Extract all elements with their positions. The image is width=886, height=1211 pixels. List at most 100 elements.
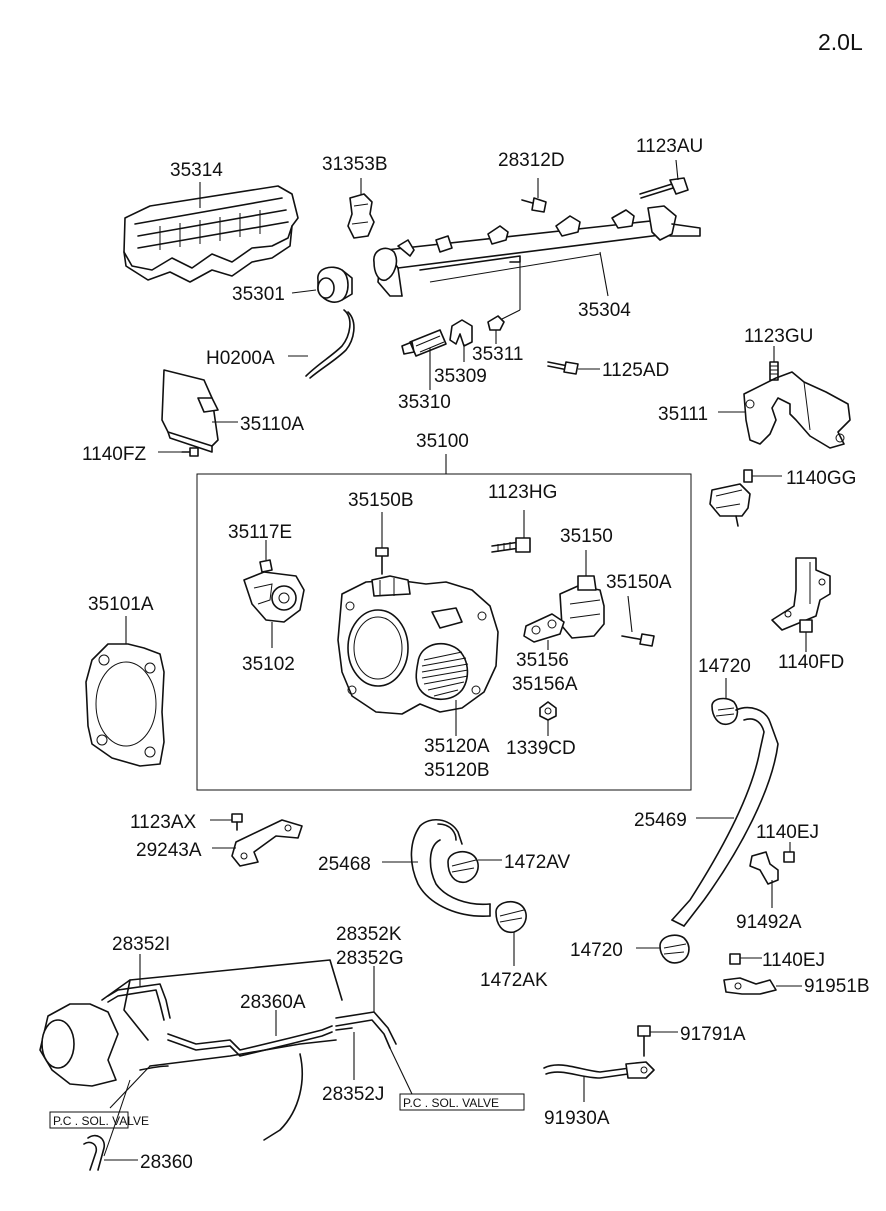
hose-28360 xyxy=(83,1134,106,1171)
engine-label: 2.0L xyxy=(818,29,863,55)
label-28352G: 28352G xyxy=(336,948,404,969)
label-1123HG: 1123HG xyxy=(488,482,557,503)
label-31353B: 31353B xyxy=(322,154,388,175)
label-35310: 35310 xyxy=(398,392,451,413)
label-35100: 35100 xyxy=(416,431,469,452)
label-1140EJ-bottom: 1140EJ xyxy=(762,950,825,971)
label-28360: 28360 xyxy=(140,1152,193,1173)
label-35156: 35156 xyxy=(516,650,569,671)
label-91951B: 91951B xyxy=(804,976,870,997)
label-29243A: 29243A xyxy=(136,840,202,861)
bolt-1125AD xyxy=(547,361,579,375)
label-35156A: 35156A xyxy=(512,674,578,695)
vacuum-hose-28352K xyxy=(335,1011,397,1049)
label-25468: 25468 xyxy=(318,854,371,875)
label-35117E: 35117E xyxy=(228,522,292,543)
screw-35150B xyxy=(375,547,389,575)
clip-31353B xyxy=(347,193,375,239)
label-35150B: 35150B xyxy=(348,490,414,511)
label-28352K: 28352K xyxy=(336,924,402,945)
label-1123AU: 1123AU xyxy=(636,136,703,157)
clamp-14720-bottom xyxy=(659,934,690,964)
label-1472AV: 1472AV xyxy=(504,852,571,873)
nut-1339CD xyxy=(539,701,557,721)
label-1140FD: 1140FD xyxy=(778,652,844,673)
bracket-1140FD xyxy=(771,557,831,633)
assembly-frame-35100 xyxy=(196,473,692,791)
bolt-1123AX xyxy=(231,813,243,831)
label-35102: 35102 xyxy=(242,654,295,675)
label-35304: 35304 xyxy=(578,300,631,321)
engine-block-outline xyxy=(39,959,343,1141)
label-25469: 25469 xyxy=(634,810,687,831)
clamp-1472AK xyxy=(495,900,527,934)
label-35111: 35111 xyxy=(658,404,708,425)
tps-sensor-35102 xyxy=(243,571,305,623)
bolt-28312D xyxy=(521,197,547,213)
label-35120A: 35120A xyxy=(424,736,490,757)
pc-sol-valve-box-left: P.C . SOL. VALVE xyxy=(49,1111,149,1129)
label-35110A: 35110A xyxy=(240,414,304,435)
screw-35117E xyxy=(259,559,273,573)
hose-H0200A xyxy=(305,309,355,379)
bracket-35110A xyxy=(161,369,219,453)
vacuum-pipe-28360A xyxy=(149,1025,337,1067)
gasket-35156 xyxy=(523,613,565,643)
bracket-35111 xyxy=(743,371,851,449)
bolt-1140EJ-bottom xyxy=(729,953,741,965)
label-91492A: 91492A xyxy=(736,912,802,933)
ground-cable-91930A xyxy=(543,1061,655,1079)
vacuum-hose-28352I xyxy=(107,983,171,1021)
throttle-body-35120A xyxy=(337,575,499,715)
fuel-rail-35304 xyxy=(373,205,701,297)
label-35309: 35309 xyxy=(434,366,487,387)
label-1123AX: 1123AX xyxy=(130,812,197,833)
vacuum-hose-28352J xyxy=(335,1027,353,1031)
connector-1140GG xyxy=(709,469,753,527)
clamp-14720-top xyxy=(711,697,739,726)
clip-91492A xyxy=(749,851,779,885)
label-14720-top: 14720 xyxy=(698,656,751,677)
pc-sol-valve-box-right: P.C . SOL. VALVE xyxy=(399,1093,525,1111)
label-1123GU: 1123GU xyxy=(744,326,813,347)
label-35101A: 35101A xyxy=(88,594,154,615)
oring-35311 xyxy=(487,315,505,331)
label-91930A: 91930A xyxy=(544,1108,610,1129)
label-28352I: 28352I xyxy=(112,934,170,955)
svg-text:P.C . SOL. VALVE: P.C . SOL. VALVE xyxy=(403,1096,499,1110)
screw-35150A xyxy=(621,633,655,647)
label-1339CD: 1339CD xyxy=(506,738,576,759)
bracket-29243A xyxy=(231,819,303,867)
screw-1140FZ xyxy=(181,447,199,457)
clamp-1472AV xyxy=(447,850,479,884)
hose-25469 xyxy=(671,706,779,927)
isa-35150 xyxy=(559,575,605,639)
clip-35309 xyxy=(449,319,473,347)
engine-cover-35314 xyxy=(123,185,299,283)
label-28360A: 28360A xyxy=(240,992,306,1013)
label-H0200A: H0200A xyxy=(206,348,275,369)
clip-91951B xyxy=(723,977,777,995)
label-35314: 35314 xyxy=(170,160,223,181)
bolt-1123GU xyxy=(769,361,779,381)
label-35311: 35311 xyxy=(472,344,523,365)
label-35120B: 35120B xyxy=(424,760,490,781)
injector-35310 xyxy=(401,329,447,357)
label-35301: 35301 xyxy=(232,284,285,305)
hose-25468 xyxy=(410,819,491,917)
bolt-1140EJ-top xyxy=(783,851,795,863)
label-1125AD: 1125AD xyxy=(602,360,669,381)
bolt-91791A xyxy=(637,1025,651,1057)
grommet-35301 xyxy=(317,266,353,303)
label-1472AK: 1472AK xyxy=(480,970,548,991)
label-28312D: 28312D xyxy=(498,150,565,171)
bolt-1123HG xyxy=(491,537,531,553)
label-35150A: 35150A xyxy=(606,572,672,593)
label-28352J: 28352J xyxy=(322,1084,384,1105)
label-14720-bottom: 14720 xyxy=(570,940,623,961)
bolt-1123AU xyxy=(639,177,689,199)
label-35150: 35150 xyxy=(560,526,613,547)
gasket-35101A xyxy=(85,643,165,767)
svg-text:P.C . SOL. VALVE: P.C . SOL. VALVE xyxy=(53,1114,149,1128)
